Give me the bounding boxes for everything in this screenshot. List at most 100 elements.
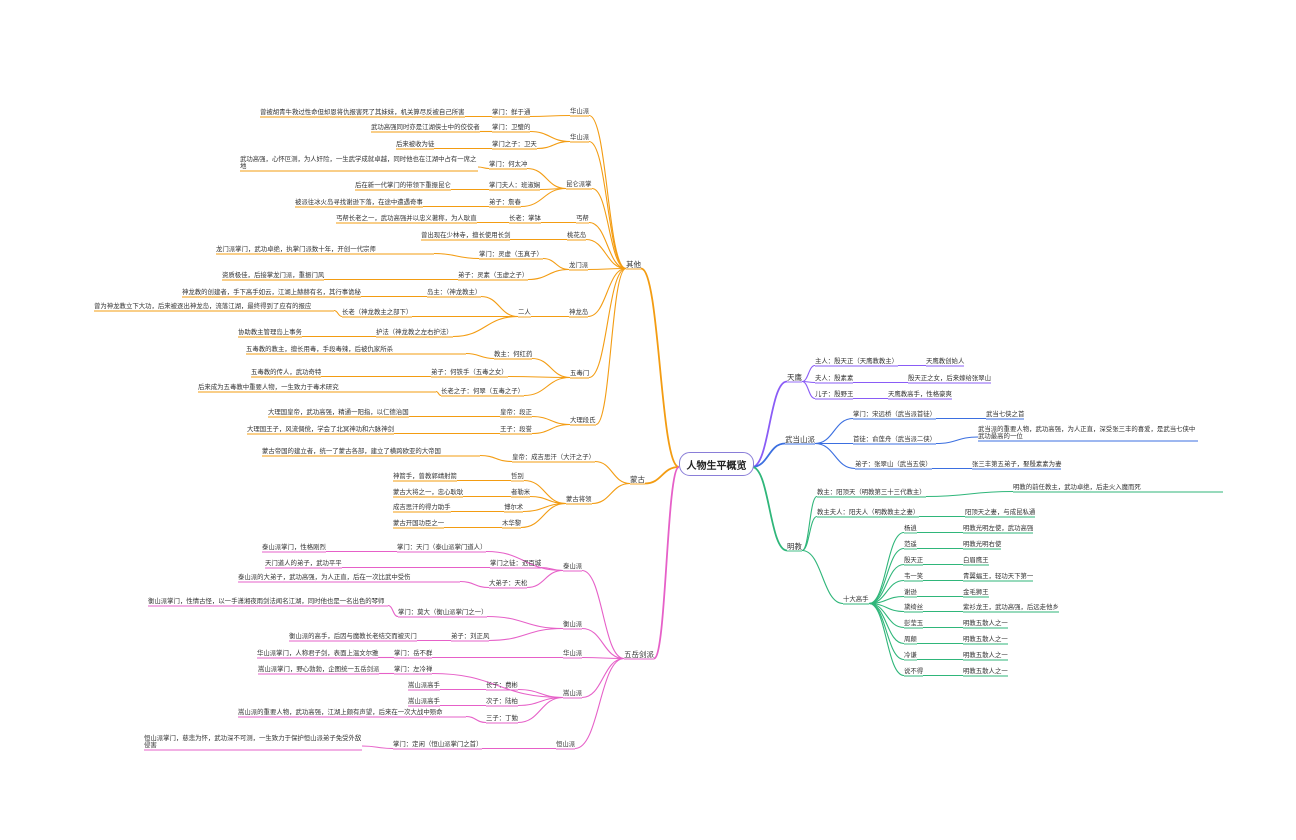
node-b1a1t[interactable]: 曾被胡青牛救过性命但却恩将仇报害死了其妹妹，机关算尽反被自己所害 (260, 108, 465, 116)
node-b1h3t[interactable]: 后来成为五毒教中重要人物，一生致力于毒术研究 (198, 383, 339, 391)
node-b6c9[interactable]: 冷谦 (904, 651, 917, 659)
node-b4a[interactable]: 主人：殷天正（天鹰教教主） (815, 357, 899, 365)
node-b5bt[interactable]: 武当派的重要人物，武功高强，为人正直，深受张三丰的喜爱，是武当七侠中武功最高的一… (978, 425, 1196, 440)
node-b2b2[interactable]: 者勒米 (511, 488, 531, 496)
node-b3[interactable]: 五岳剑派 (624, 650, 654, 659)
node-b6c5t[interactable]: 金毛狮王 (963, 588, 989, 596)
node-b2b4[interactable]: 木华黎 (502, 519, 522, 527)
node-b1c1t[interactable]: 武功高强，心怀叵测，为人奸险，一生武学成就卓越，同时他也在江湖中占有一席之地 (240, 155, 477, 170)
node-b3c1[interactable]: 掌门：岳不群 (394, 649, 433, 657)
node-b1c3t[interactable]: 被派往冰火岛寻找谢逊下落，在途中遭遇奇事 (295, 198, 423, 206)
node-b3d3[interactable]: 次子：陆柏 (486, 697, 518, 705)
node-b1i1t[interactable]: 大理国皇帝，武功高强，精通一阳指，以仁德治国 (268, 408, 409, 416)
node-b2b1t[interactable]: 神箭手，曾教郭靖射箭 (393, 472, 457, 480)
node-b3c[interactable]: 华山派 (563, 649, 583, 657)
node-b6c6[interactable]: 黛绮丝 (904, 603, 924, 611)
node-b1h1[interactable]: 教主：何红药 (494, 350, 533, 358)
node-b2[interactable]: 蒙古 (630, 475, 645, 484)
node-b2b3[interactable]: 博尔术 (504, 503, 524, 511)
node-b3d2[interactable]: 长子：费彬 (486, 681, 518, 689)
node-b6c7t[interactable]: 明教五散人之一 (963, 619, 1008, 627)
node-b1g[interactable]: 神龙岛 (569, 308, 589, 316)
node-b2at[interactable]: 蒙古帝国的建立者，统一了蒙古各部，建立了横跨欧亚的大帝国 (262, 447, 441, 455)
node-b3b1[interactable]: 掌门：莫大（衡山派掌门之一） (398, 608, 488, 616)
node-b1b[interactable]: 华山派 (570, 133, 590, 141)
node-b4at[interactable]: 天鹰教创始人 (926, 357, 965, 365)
node-b1f[interactable]: 龙门派 (569, 261, 589, 269)
node-b1h[interactable]: 五毒门 (570, 369, 590, 377)
node-b6c7[interactable]: 彭莹玉 (904, 619, 924, 627)
node-b6at[interactable]: 明教的前任教主，武功卓绝，后走火入魔而死 (1013, 483, 1141, 491)
node-b5ct[interactable]: 张三丰第五弟子，娶殷素素为妻 (972, 460, 1062, 468)
node-b5a[interactable]: 掌门：宋远桥（武当派首徒） (853, 410, 937, 418)
node-b6c2t[interactable]: 明教光明右使 (963, 540, 1002, 548)
node-b1c[interactable]: 昆仑派掌 (566, 180, 592, 188)
root-node[interactable]: 人物生平概览 (679, 452, 754, 476)
node-b1b1t[interactable]: 武功高强同时亦是江湖侠士中的佼佼者 (371, 123, 480, 131)
node-b5b[interactable]: 首徒：俞莲舟（武当派二侠） (853, 435, 937, 443)
node-b6c4[interactable]: 韦一笑 (904, 572, 924, 580)
node-b1e1t[interactable]: 曾出现在少林寺，擅长使用长剑 (421, 231, 511, 239)
node-b1f2t[interactable]: 资质极佳，后接掌龙门派，重振门风 (222, 271, 325, 279)
node-b1g3[interactable]: 护法（神龙教之左右护法） (376, 328, 453, 336)
node-b3a3t[interactable]: 泰山派的大弟子，武功高强，为人正直，后在一次比武中受伤 (238, 573, 411, 581)
node-b1a1[interactable]: 掌门：鲜于通 (492, 108, 531, 116)
node-b3d[interactable]: 嵩山派 (563, 689, 583, 697)
node-b3b2t[interactable]: 衡山派的高手，后因与魔教长老结交而被灭门 (289, 632, 417, 640)
node-b3a1t[interactable]: 泰山派掌门，性格刚烈 (262, 543, 326, 551)
node-b2b3t[interactable]: 成吉思汗的得力助手 (393, 503, 451, 511)
node-b1f1t[interactable]: 龙门派掌门，武功卓绝，执掌门派数十年，开创一代宗师 (216, 245, 376, 253)
node-b1b2t[interactable]: 后来被收为徒 (396, 140, 435, 148)
node-b5[interactable]: 武当山派 (785, 435, 815, 444)
node-b1d1[interactable]: 长老：掌钵 (509, 214, 541, 222)
node-b3d2t[interactable]: 嵩山派高手 (408, 681, 440, 689)
node-b3b2[interactable]: 弟子：刘正风 (451, 632, 490, 640)
node-b1c1[interactable]: 掌门：何太冲 (489, 160, 528, 168)
node-b2b4t[interactable]: 蒙古开国功臣之一 (393, 519, 445, 527)
node-b1c3[interactable]: 弟子：詹春 (489, 198, 521, 206)
node-b2b2t[interactable]: 蒙古大将之一，忠心耿耿 (393, 488, 464, 496)
node-b2b[interactable]: 蒙古将领 (566, 495, 592, 503)
node-b3d1[interactable]: 掌门：左冷禅 (394, 665, 433, 673)
node-b6c2[interactable]: 范遥 (904, 540, 917, 548)
node-b5at[interactable]: 武当七侠之首 (986, 410, 1025, 418)
node-b1[interactable]: 其他 (626, 260, 641, 269)
node-b1h2[interactable]: 弟子：何铁手（五毒之女） (431, 368, 508, 376)
node-b6[interactable]: 明教 (787, 542, 802, 551)
node-b3d1t[interactable]: 嵩山派掌门，野心勃勃，企图统一五岳剑派 (258, 665, 380, 673)
node-b6c1t[interactable]: 明教光明左使，武功高强 (963, 524, 1034, 532)
node-b6c9t[interactable]: 明教五散人之一 (963, 651, 1008, 659)
node-b3a[interactable]: 泰山派 (563, 562, 583, 570)
node-b6c8t[interactable]: 明教五散人之一 (963, 635, 1008, 643)
node-b1h2t[interactable]: 五毒教的传人，武功奇特 (251, 368, 322, 376)
node-b1f2[interactable]: 弟子：灵素（玉虚之子） (458, 271, 529, 279)
node-b1i1[interactable]: 皇帝：段正 (500, 408, 532, 416)
node-b3c1t[interactable]: 华山派掌门，人称君子剑，表面上温文尔雅 (257, 649, 379, 657)
node-b6c10[interactable]: 说不得 (904, 667, 924, 675)
node-b4[interactable]: 天鹰 (787, 373, 802, 382)
node-b1h3[interactable]: 长老之子：何翠（五毒之子） (441, 387, 525, 395)
node-b2b1[interactable]: 哲别 (511, 472, 524, 480)
node-b1g2t[interactable]: 曾为神龙教立下大功，后来被逐出神龙岛，流落江湖，最终得到了应有的报应 (94, 302, 312, 310)
node-b1g1[interactable]: 岛主：（神龙教主） (427, 288, 482, 296)
node-b3b1t[interactable]: 衡山派掌门，性情古怪，以一手潇湘夜雨剑法闻名江湖，同时他也是一名出色的琴师 (148, 597, 385, 605)
node-b1d[interactable]: 丐帮 (576, 214, 589, 222)
node-b3d4[interactable]: 三子：丁勉 (486, 714, 518, 722)
node-b6c[interactable]: 十大高手 (843, 595, 869, 603)
node-b6a[interactable]: 教主：阳顶天（明教第三十三代教主） (817, 488, 926, 496)
node-b6c3[interactable]: 殷天正 (904, 556, 924, 564)
node-b1e[interactable]: 桃花岛 (567, 231, 587, 239)
node-b4bt[interactable]: 殷天正之女，后来嫁给张翠山 (908, 374, 992, 382)
node-b6c1[interactable]: 杨逍 (904, 524, 917, 532)
node-b1g1t[interactable]: 神龙教的创建者，手下高手如云，江湖上赫赫有名，其行事诡秘 (182, 288, 361, 296)
node-b3b[interactable]: 衡山派 (563, 620, 583, 628)
node-b3e[interactable]: 恒山派 (556, 740, 576, 748)
node-b3a1[interactable]: 掌门：天门（泰山派掌门道人） (397, 543, 487, 551)
node-b1b1[interactable]: 掌门：卫璧的 (492, 123, 531, 131)
node-b1f1[interactable]: 掌门：灵虚（玉真子） (479, 250, 543, 258)
node-b6c5[interactable]: 谢逊 (904, 588, 917, 596)
node-b3a3[interactable]: 大弟子：天松 (489, 579, 528, 587)
node-b1i2t[interactable]: 大理国王子，风流倜傥，学会了北冥神功和六脉神剑 (247, 425, 394, 433)
node-b1h1t[interactable]: 五毒教的教主，擅长用毒，手段毒辣，后被仇家所杀 (246, 345, 393, 353)
node-b1b2[interactable]: 掌门之子：卫天 (492, 140, 537, 148)
